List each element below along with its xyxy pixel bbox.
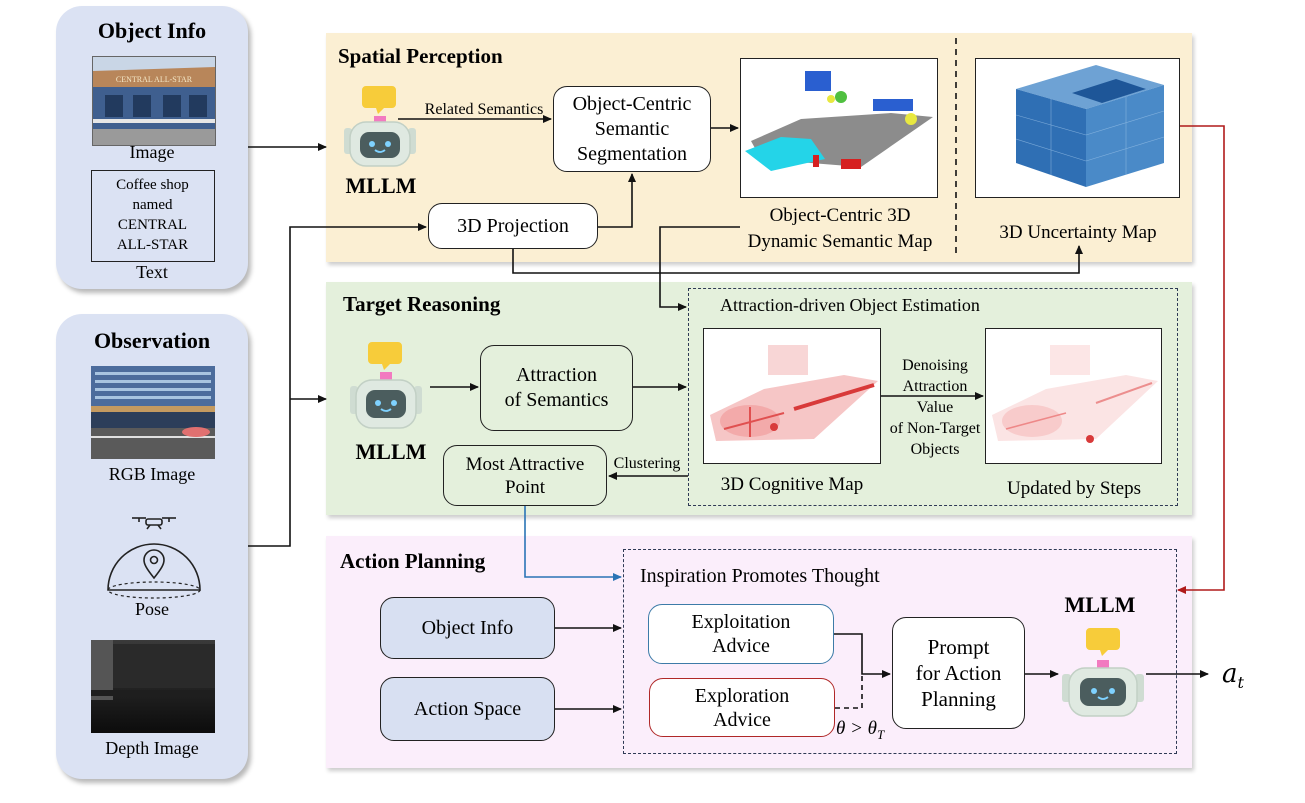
output-subscript: t <box>1237 673 1244 693</box>
object-info-title: Object Info <box>97 18 207 43</box>
output-main: a <box>1222 659 1238 689</box>
related-semantics-label: Related Semantics <box>424 101 544 118</box>
cognitive-map-caption: 3D Cognitive Map <box>720 474 864 495</box>
text-line-1: Coffee shop <box>116 177 189 193</box>
drone-icon <box>132 517 176 530</box>
exploitation-box: Exploitation Advice <box>648 604 834 664</box>
action-mllm-label: MLLM <box>1064 592 1136 617</box>
most-attractive-line-1: Most Attractive <box>465 453 585 475</box>
robot-icon <box>340 84 420 172</box>
observation-title: Observation <box>93 328 211 353</box>
prompt-line-1: Prompt <box>927 635 990 659</box>
rgb-image-label: RGB Image <box>108 464 196 484</box>
threshold-theta: θ > θ <box>836 718 877 739</box>
image-label: Image <box>129 142 175 162</box>
denoise-label: Denoising Attraction Value of Non-Target… <box>880 355 990 460</box>
denoise-line-5: Objects <box>910 441 960 458</box>
pose-label: Pose <box>134 599 169 619</box>
denoise-line-1: Denoising <box>902 357 968 374</box>
threshold-label: θ > θT <box>836 718 884 743</box>
text-line-2: named <box>132 197 173 213</box>
updated-map-caption: Updated by Steps <box>1006 478 1142 499</box>
estimation-title: Attraction-driven Object Estimation <box>720 295 980 315</box>
estimation-frame <box>688 288 1178 506</box>
object-info-box: Object Info <box>380 597 555 659</box>
attraction-line-1: Attraction <box>515 364 598 386</box>
object-info-panel: Object Info CENTRAL ALL-STAR Image Coffe… <box>56 6 248 289</box>
object-image: CENTRAL ALL-STAR <box>92 56 216 146</box>
action-space-box-label: Action Space <box>413 697 522 720</box>
denoise-line-2: Attraction <box>902 378 968 395</box>
prompt-line-2: for Action <box>915 661 1002 685</box>
action-planning-title: Action Planning <box>340 549 486 573</box>
target-reasoning-title: Target Reasoning <box>343 292 501 316</box>
inspiration-title: Inspiration Promotes Thought <box>640 565 880 587</box>
segmentation-line-2: Semantic <box>594 117 670 140</box>
projection-box: 3D Projection <box>428 203 598 249</box>
text-label: Text <box>136 262 168 282</box>
semantic-map-caption-1: Object-Centric 3D <box>769 205 911 226</box>
uncertainty-map-image <box>975 58 1180 198</box>
location-pin-icon <box>143 549 165 580</box>
segmentation-box: Object-Centric Semantic Segmentation <box>553 86 711 172</box>
segmentation-line-3: Segmentation <box>577 142 687 165</box>
most-attractive-box: Most Attractive Point <box>443 445 607 506</box>
inspiration-frame <box>623 549 1177 754</box>
object-text-box: Coffee shop named CENTRAL ALL-STAR <box>91 170 215 262</box>
updated-map-image <box>985 328 1162 464</box>
robot-icon <box>346 340 426 432</box>
action-space-box: Action Space <box>380 677 555 741</box>
object-info-box-label: Object Info <box>421 616 514 639</box>
text-line-4: ALL-STAR <box>116 237 189 253</box>
threshold-subscript: T <box>877 726 885 742</box>
segmentation-line-1: Object-Centric <box>572 92 692 115</box>
prompt-box: Prompt for Action Planning <box>892 617 1025 729</box>
most-attractive-line-2: Point <box>504 476 546 498</box>
exploration-line-1: Exploration <box>694 684 790 707</box>
spatial-perception-title: Spatial Perception <box>338 44 503 68</box>
output-label: at <box>1222 659 1244 692</box>
attraction-line-2: of Semantics <box>504 389 609 411</box>
observation-panel: Observation RGB Image <box>56 314 248 779</box>
reasoning-mllm-label: MLLM <box>355 439 427 464</box>
denoise-line-4: of Non-Target <box>889 420 981 437</box>
prompt-line-3: Planning <box>921 687 996 711</box>
spatial-mllm-label: MLLM <box>345 173 417 198</box>
denoise-line-3: Value <box>916 399 954 416</box>
exploration-box: Exploration Advice <box>649 678 835 737</box>
depth-image <box>91 640 215 733</box>
exploitation-line-2: Advice <box>712 635 770 657</box>
exploration-line-2: Advice <box>713 708 771 731</box>
uncertainty-map-caption: 3D Uncertainty Map <box>999 222 1157 243</box>
depth-image-label: Depth Image <box>105 738 199 758</box>
storefront-sign: CENTRAL ALL-STAR <box>116 75 193 84</box>
robot-icon <box>1058 626 1148 720</box>
projection-label: 3D Projection <box>457 214 569 237</box>
attraction-box: Attraction of Semantics <box>480 345 633 431</box>
clustering-label: Clustering <box>613 455 681 472</box>
text-line-3: CENTRAL <box>117 217 188 233</box>
semantic-map-caption-2: Dynamic Semantic Map <box>747 231 933 252</box>
cognitive-map-image <box>703 328 881 464</box>
pose-graphic <box>102 510 206 600</box>
rgb-image <box>91 366 215 459</box>
exploitation-line-1: Exploitation <box>691 611 791 633</box>
semantic-map-image <box>740 58 938 198</box>
